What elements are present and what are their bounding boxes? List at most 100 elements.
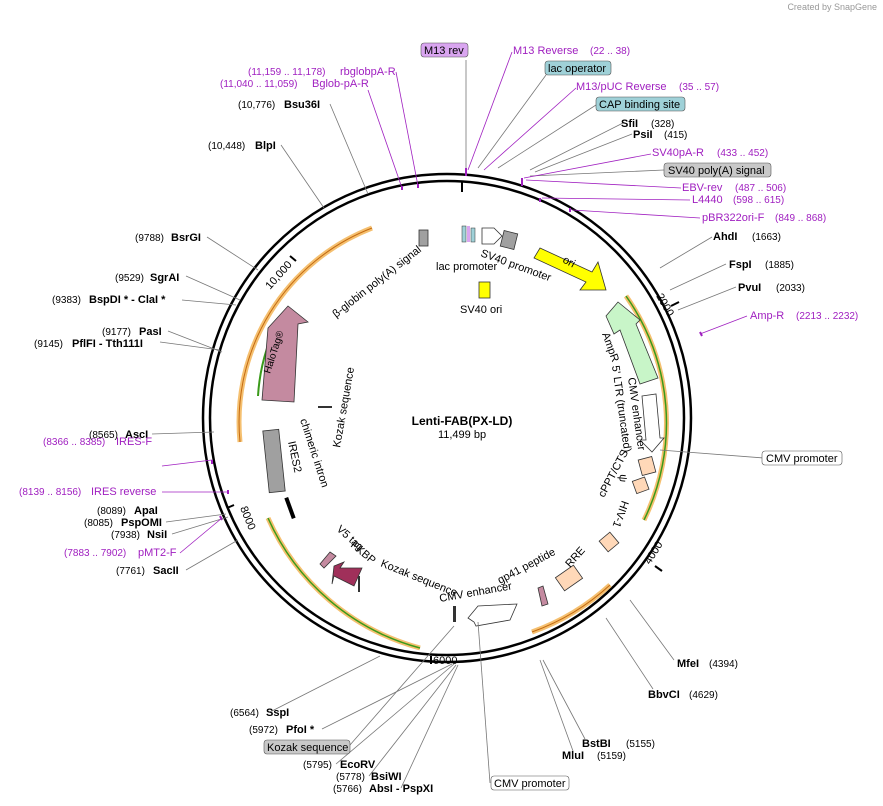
primer-amp-r[interactable]: Amp-R bbox=[750, 310, 784, 322]
enzyme-psii[interactable]: PsiI bbox=[633, 129, 653, 141]
enzyme-pflfi-tth111i[interactable]: PflFI - Tth111I bbox=[72, 338, 143, 350]
boxed-label-sv40-polya[interactable]: SV40 poly(A) signal bbox=[663, 162, 772, 178]
enzyme-bsu36i-pos: (10,776) bbox=[238, 100, 275, 111]
enzyme-ecorv[interactable]: EcoRV bbox=[340, 759, 376, 771]
cmv-enhancer2-arrow bbox=[467, 603, 518, 627]
primer-ires-reverse[interactable]: IRES reverse bbox=[91, 486, 156, 498]
boxed-label-kozak-sequence-text: Kozak sequence bbox=[267, 742, 348, 754]
chimeric-intron-mark bbox=[284, 496, 296, 520]
primer-m13-reverse[interactable]: M13 Reverse bbox=[513, 45, 578, 57]
enzyme-ahdi[interactable]: AhdI bbox=[713, 231, 737, 243]
enzyme-bsu36i[interactable]: Bsu36I bbox=[284, 99, 320, 111]
primer-pmt2-f[interactable]: pMT2-F bbox=[138, 547, 177, 559]
enzyme-mlui-pos: (5159) bbox=[597, 751, 626, 762]
boxed-label-cap-binding-site[interactable]: CAP binding site bbox=[595, 96, 686, 112]
feature-kozak-sequence-fkbp: Kozak sequence bbox=[379, 558, 459, 600]
feature-rre: RRE bbox=[563, 545, 587, 570]
enzyme-ecorv-pos: (5795) bbox=[303, 760, 332, 771]
bglobin-polya-shape bbox=[418, 229, 429, 247]
enzyme-ahdi-pos: (1663) bbox=[752, 232, 781, 243]
primer-sv40pa-r[interactable]: SV40pA-R bbox=[652, 147, 704, 159]
feature-bglobin-polya: β-globin poly(A) signal bbox=[330, 244, 423, 321]
enzyme-sgrai[interactable]: SgrAI bbox=[150, 272, 179, 284]
enzyme-bstbi[interactable]: BstBI bbox=[582, 738, 611, 750]
enzyme-fspi[interactable]: FspI bbox=[729, 259, 752, 271]
enzyme-pflfi-pos: (9145) bbox=[34, 339, 63, 350]
enzyme-bsiwi[interactable]: BsiWI bbox=[371, 771, 402, 783]
primer-pbr322ori-f[interactable]: pBR322ori-F bbox=[702, 212, 765, 224]
enzyme-pfoi[interactable]: PfoI * bbox=[286, 724, 315, 736]
backbone-inner-ring bbox=[208, 179, 686, 657]
boxed-label-cmv-promoter-bottom[interactable]: CMV promoter bbox=[490, 775, 570, 791]
enzyme-absi-pspxi[interactable]: AbsI - PspXI bbox=[369, 783, 433, 795]
enzyme-pvui-pos: (2033) bbox=[776, 283, 805, 294]
ori-arrow bbox=[533, 247, 607, 291]
enzyme-bstbi-pos: (5155) bbox=[626, 739, 655, 750]
primer-ires-f-pos: (8366 .. 8385) bbox=[43, 437, 105, 448]
enzyme-mfei[interactable]: MfeI bbox=[677, 658, 699, 670]
enzyme-nsii[interactable]: NsiI bbox=[147, 529, 167, 541]
v5-tag-shape bbox=[319, 551, 337, 569]
tick-mark-2000 bbox=[670, 301, 680, 307]
orf-arc-left-bottom-green bbox=[267, 517, 421, 649]
feature-hiv1: HIV-1 bbox=[610, 499, 631, 529]
boxed-label-kozak-sequence[interactable]: Kozak sequence bbox=[263, 739, 351, 755]
enzyme-pasi[interactable]: PasI bbox=[139, 326, 162, 338]
enzyme-mfei-pos: (4394) bbox=[709, 659, 738, 670]
kozak-mark-fkbp bbox=[358, 576, 360, 592]
kozak-mark-left bbox=[318, 406, 332, 408]
enzyme-psii-pos: (415) bbox=[664, 130, 687, 141]
enzyme-bbvci[interactable]: BbvCI bbox=[648, 689, 680, 701]
primer-rbglobpa-r-pos: (11,159 .. 11,178) bbox=[248, 67, 325, 78]
lac-operator-mark bbox=[461, 225, 467, 243]
boxed-label-cmv-promoter-right[interactable]: CMV promoter bbox=[761, 450, 843, 466]
tick-mark-4000 bbox=[654, 565, 663, 572]
enzyme-pspomi-pos: (8085) bbox=[84, 518, 113, 529]
enzyme-apai[interactable]: ApaI bbox=[134, 505, 158, 517]
sv40-promoter-shape bbox=[499, 230, 519, 250]
enzyme-bsrgi-pos: (9788) bbox=[135, 233, 164, 244]
psi-shape bbox=[631, 476, 650, 495]
snapgene-credit: Created by SnapGene bbox=[787, 2, 877, 12]
boxed-label-m13-rev-text: M13 rev bbox=[424, 45, 464, 57]
enzyme-mlui[interactable]: MluI bbox=[562, 750, 584, 762]
boxed-label-cap-binding-site-text: CAP binding site bbox=[599, 99, 680, 111]
boxed-label-m13-rev[interactable]: M13 rev bbox=[420, 42, 469, 58]
rre-shape bbox=[554, 564, 584, 592]
primer-ebv-rev[interactable]: EBV-rev bbox=[682, 182, 723, 194]
enzyme-fspi-pos: (1885) bbox=[765, 260, 794, 271]
enzyme-blpi[interactable]: BlpI bbox=[255, 140, 276, 152]
orf-arc-left-top-line bbox=[238, 227, 373, 443]
enzyme-sspi[interactable]: SspI bbox=[266, 707, 289, 719]
enzyme-bbvci-pos: (4629) bbox=[689, 690, 718, 701]
enzyme-bspdi-pos: (9383) bbox=[52, 295, 81, 306]
primer-m13-puc-reverse-pos: (35 .. 57) bbox=[679, 82, 719, 93]
enzyme-sgrai-pos: (9529) bbox=[115, 273, 144, 284]
primer-m13-puc-reverse[interactable]: M13/pUC Reverse bbox=[576, 81, 666, 93]
primer-l4440-pos: (598 .. 615) bbox=[733, 195, 784, 206]
enzyme-bspdi-clai[interactable]: BspDI * - ClaI * bbox=[89, 294, 166, 306]
primer-ires-f[interactable]: IRES-F bbox=[116, 436, 152, 448]
primer-ebv-rev-pos: (487 .. 506) bbox=[735, 183, 786, 194]
enzyme-sacii[interactable]: SacII bbox=[153, 565, 179, 577]
ltr-shape bbox=[637, 455, 657, 477]
enzyme-asci[interactable]: AscI bbox=[125, 429, 148, 441]
enzyme-pvui[interactable]: PvuI bbox=[738, 282, 761, 294]
enzyme-sfii[interactable]: SfiI bbox=[621, 118, 638, 130]
tick-mark-10000 bbox=[289, 255, 297, 262]
enzyme-pfoi-pos: (5972) bbox=[249, 725, 278, 736]
boxed-label-lac-operator[interactable]: lac operator bbox=[544, 60, 612, 76]
enzyme-blpi-pos: (10,448) bbox=[208, 141, 245, 152]
tick-label-8000: 8000 bbox=[237, 505, 257, 532]
feature-lac-promoter: lac promoter bbox=[436, 261, 497, 273]
enzyme-pspomi[interactable]: PspOMI bbox=[121, 517, 162, 529]
plasmid-size: 11,499 bp bbox=[438, 429, 486, 441]
boxed-label-lac-operator-text: lac operator bbox=[548, 63, 606, 75]
primer-bglob-pa-r[interactable]: Bglob-pA-R bbox=[312, 78, 369, 90]
primer-rbglobpa-r[interactable]: rbglobpA-R bbox=[340, 66, 396, 78]
orf-arc-ampr-green bbox=[625, 295, 668, 521]
primer-l4440[interactable]: L4440 bbox=[692, 194, 723, 206]
enzyme-bsiwi-pos: (5778) bbox=[336, 772, 365, 783]
enzyme-bsrgi[interactable]: BsrGI bbox=[171, 232, 201, 244]
sv40-ori-shape bbox=[478, 281, 491, 299]
